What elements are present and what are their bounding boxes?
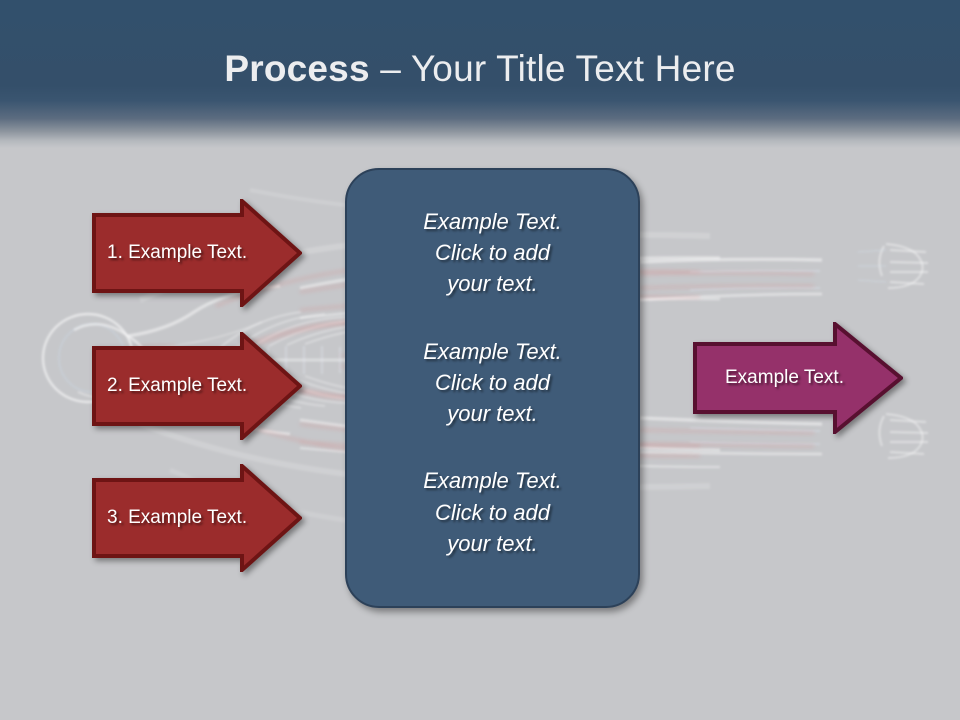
panel-text-block-3[interactable]: Example Text. Click to add your text. bbox=[378, 465, 608, 559]
output-arrow-label: Example Text. bbox=[725, 367, 844, 388]
process-panel[interactable]: Example Text. Click to add your text. Ex… bbox=[345, 168, 640, 608]
input-arrow-1[interactable]: 1. Example Text. bbox=[92, 199, 302, 307]
panel-text-block-1[interactable]: Example Text. Click to add your text. bbox=[378, 206, 608, 300]
output-arrow[interactable]: Example Text. bbox=[693, 322, 903, 434]
panel-text-block-3-line-1: Example Text. bbox=[423, 468, 562, 494]
input-arrow-3-label: 3. Example Text. bbox=[107, 507, 248, 528]
panel-text-block-1-line-3: your text. bbox=[447, 271, 538, 297]
page-title-rest: Your Title Text Here bbox=[410, 48, 736, 89]
slide-header-band: Process – Your Title Text Here bbox=[0, 0, 960, 148]
panel-text-block-2-line-1: Example Text. bbox=[423, 338, 562, 364]
input-arrow-3[interactable]: 3. Example Text. bbox=[92, 464, 302, 572]
input-arrow-2[interactable]: 2. Example Text. bbox=[92, 332, 302, 440]
panel-text-block-1-line-1: Example Text. bbox=[423, 209, 562, 234]
panel-text-block-1-line-2: Click to add bbox=[435, 240, 550, 266]
panel-text-block-3-line-3: your text. bbox=[447, 530, 538, 556]
panel-text-block-2-line-3: your text. bbox=[447, 401, 538, 427]
panel-text-block-3-line-2: Click to add bbox=[435, 499, 550, 525]
input-arrow-2-label: 2. Example Text. bbox=[107, 375, 248, 396]
page-title-bold: Process bbox=[224, 48, 370, 89]
page-title-separator: – bbox=[369, 48, 411, 89]
page-title: Process – Your Title Text Here bbox=[0, 0, 960, 90]
panel-text-block-2[interactable]: Example Text. Click to add your text. bbox=[378, 336, 608, 430]
panel-text-block-2-line-2: Click to add bbox=[435, 369, 550, 395]
input-arrow-1-label: 1. Example Text. bbox=[107, 242, 248, 263]
arrow-right-shape-icon bbox=[693, 322, 903, 434]
